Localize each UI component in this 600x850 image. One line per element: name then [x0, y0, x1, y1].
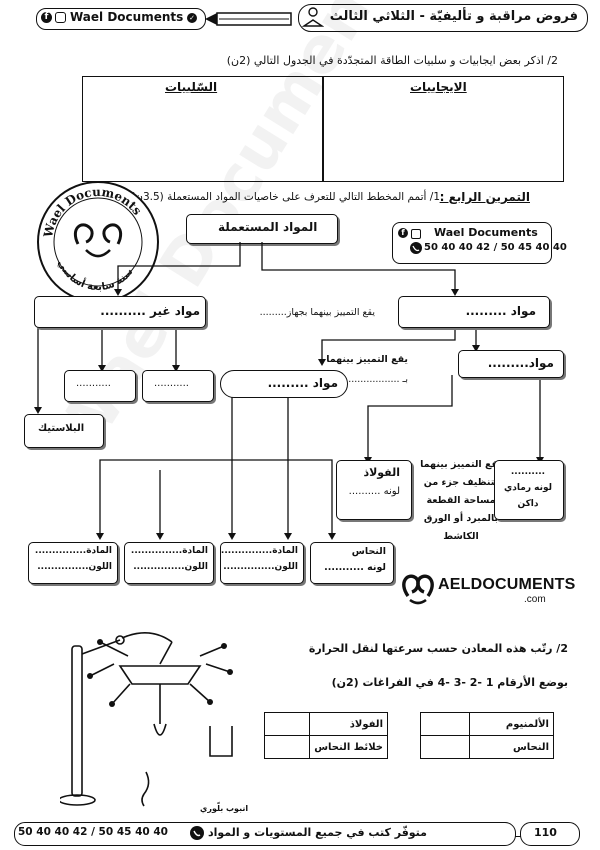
node-ferrous-label: مواد .........	[267, 376, 338, 390]
grey-line-2: لونه رمادي	[504, 483, 552, 493]
q2-col-negatives: السّلبيات	[165, 80, 218, 94]
plastic-box	[24, 414, 104, 448]
copper-title: النحاس	[351, 546, 386, 557]
copper-color: لونه ...........	[324, 562, 386, 573]
contact-phones: 50 40 40 42 / 50 45 40 40	[424, 242, 567, 253]
q3-line2: بوضع الأرقام 1 -2 -3 -4 في الفراغات (2ن)	[331, 676, 568, 689]
material-box-2	[124, 542, 214, 584]
iron-title: الفولاذ	[363, 466, 400, 479]
node-non-metals-label: مواد غير ..........	[100, 304, 200, 318]
diagram-root-label: المواد المستعملة	[218, 220, 318, 234]
contact-facebook-icon: f	[398, 228, 408, 238]
copper-box	[310, 542, 394, 584]
distinguish-line-1: يقع التمييز بينهما	[420, 459, 502, 470]
pencil-icon	[205, 12, 292, 26]
order-table-right: الألمنيوم النحاس	[420, 712, 554, 759]
iron-box	[336, 460, 412, 520]
left-sub-box-2-label: ...........	[154, 378, 189, 389]
verified-icon: ✓	[187, 13, 197, 23]
order-cell[interactable]	[264, 712, 310, 736]
contact-instagram-icon	[411, 229, 421, 239]
material-box-3-material: المادة...............	[220, 546, 298, 556]
phone-icon	[410, 242, 422, 254]
footer-pill	[14, 822, 516, 846]
stamp-seal: Wael Documents سنة سابعة أساسي	[37, 181, 159, 303]
page-number-pill	[520, 822, 580, 846]
brand-logo-mark	[402, 574, 434, 605]
order-label-aluminium: الألمنيوم	[469, 712, 554, 736]
grey-line-1: ..........	[510, 467, 546, 477]
q2-col-positives: الايجابيات	[410, 80, 467, 94]
distinguish-note: يقع التمييز بينهما بتنظيف جزء من مساحة ا…	[416, 456, 506, 546]
page-number: 110	[534, 826, 557, 839]
left-sub-box-1	[64, 370, 136, 402]
brand-logo-sub: .com	[524, 594, 546, 605]
facebook-icon: f	[41, 12, 52, 23]
experiment-apparatus	[60, 632, 233, 807]
brand-logo-text: AELDOCUMENTS	[438, 576, 576, 593]
left-sub-box-2	[142, 370, 214, 402]
distinguish-line-2: بتنظيف جزء من	[423, 477, 499, 488]
order-label-brass: خلائط النحاس	[309, 735, 388, 759]
node-small-right	[458, 350, 564, 378]
header-title: فروض مراقبة و تأليفيّة - الثلاثي الثالث	[329, 9, 578, 24]
grey-box-text: .......... لونه رمادي داكن	[496, 464, 560, 512]
node-small-right-label: مواد.........	[487, 356, 554, 370]
material-box-2-color: اللون...............	[133, 562, 208, 572]
header-brand: Wael Documents	[70, 10, 184, 24]
order-cell[interactable]	[420, 712, 470, 736]
order-table-left: الفولاذ خلائط النحاس	[264, 712, 388, 759]
order-label-steel: الفولاذ	[309, 712, 388, 736]
material-box-1	[28, 542, 118, 584]
material-box-3	[220, 542, 304, 584]
q2-table-divider	[322, 76, 324, 182]
grey-box	[494, 460, 564, 520]
left-sub-box-1-label: ...........	[76, 378, 111, 389]
material-box-1-color: اللون...............	[37, 562, 112, 572]
mid-box-note: يقع التمييز بينهما	[326, 354, 408, 365]
distinguish-line-4: بالمبرد أو الورق	[423, 513, 499, 524]
q2-instruction: 2/ اذكر بعض ايجابيات و سلبيات الطاقة الم…	[226, 54, 558, 67]
distinguish-line-3: مساحة القطعة	[426, 495, 496, 506]
node-non-metals	[34, 296, 206, 328]
instagram-icon	[55, 12, 66, 23]
contact-brand: Wael Documents	[434, 226, 538, 239]
iron-color: لونه ..........	[348, 486, 400, 497]
material-box-3-color: اللون...............	[223, 562, 298, 572]
plastic-label: البلاستيك	[38, 423, 85, 434]
footer-phone-icon	[190, 826, 204, 840]
order-cell[interactable]	[264, 735, 310, 759]
node-metals-label: مواد .........	[465, 304, 536, 318]
tube-label: انبوب بلّوري	[200, 804, 249, 813]
distinguish-line-5: الكاشط	[443, 531, 479, 542]
ex4-heading: التمرين الرابع :	[439, 190, 530, 204]
node-ferrous	[220, 370, 348, 398]
material-box-2-material: المادة...............	[130, 546, 208, 556]
footer-phones: 50 40 40 42 / 50 45 40 40	[18, 826, 168, 838]
grey-line-3: داكن	[517, 499, 539, 509]
mid-note: يقع التمييز بينهما بجهاز.........	[259, 307, 375, 318]
contact-box	[392, 222, 552, 264]
footer-text: متوفّر كتب في جميع المستويات و المواد	[208, 826, 427, 839]
mid-box-note2: بـ .................	[348, 374, 408, 385]
reader-icon	[302, 7, 324, 27]
header-title-pill	[298, 4, 588, 32]
material-box-1-material: المادة...............	[34, 546, 112, 556]
order-cell[interactable]	[420, 735, 470, 759]
q3-line1: 2/ رتّب هذه المعادن حسب سرعتها لنقل الحر…	[308, 642, 568, 655]
node-metals	[398, 296, 550, 328]
order-label-copper: النحاس	[469, 735, 554, 759]
diagram-connectors	[34, 242, 544, 540]
